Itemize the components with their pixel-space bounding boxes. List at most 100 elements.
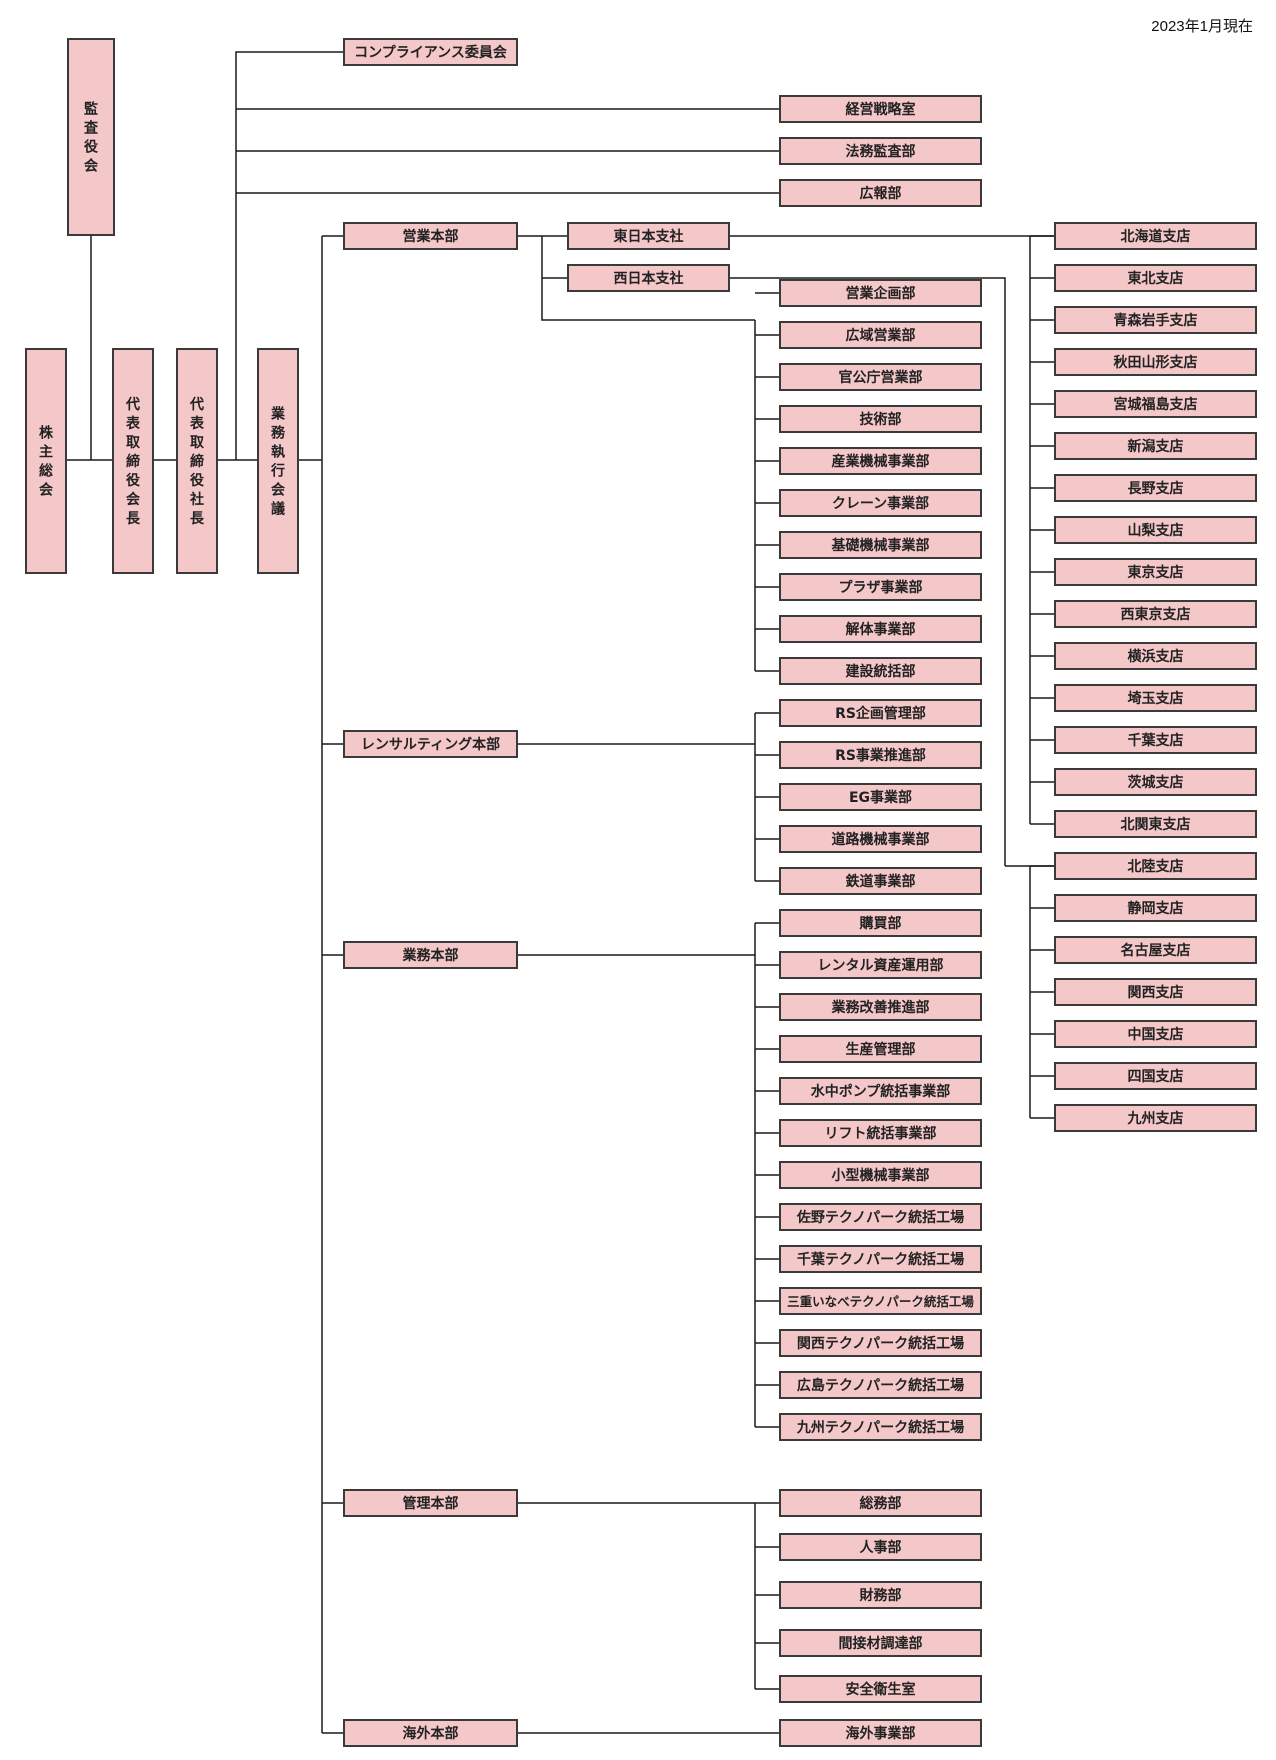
sales-departments-item: 官公庁営業部 xyxy=(779,363,982,391)
division-sales-label: 営業本部 xyxy=(403,228,459,245)
operations-departments-item-box xyxy=(779,1371,982,1399)
west-branch-item: 関西支店 xyxy=(1054,978,1257,1006)
staff-spine xyxy=(235,51,344,460)
operations-departments-item-box xyxy=(779,1077,982,1105)
unit-top-3-box xyxy=(779,179,982,207)
west-branch-item-label: 九州支店 xyxy=(1127,1110,1184,1127)
admin-departments-item-box xyxy=(779,1629,982,1657)
east-branch-item: 茨城支店 xyxy=(1054,768,1257,796)
admin-departments-item: 安全衛生室 xyxy=(779,1675,982,1703)
consulting-departments-item-box xyxy=(779,699,982,727)
date-label: 2023年1月現在 xyxy=(1151,18,1253,35)
overseas-departments-item: 海外事業部 xyxy=(779,1719,982,1747)
east-branch-item: 新潟支店 xyxy=(1054,432,1257,460)
division-admin-box xyxy=(343,1489,518,1517)
division-consulting: レンサルティング本部 xyxy=(343,730,518,758)
unit-top-2-label: 法務監査部 xyxy=(846,143,916,160)
sales-departments-item-box xyxy=(779,279,982,307)
division-operations-box xyxy=(343,941,518,969)
operations-departments-item-box xyxy=(779,1203,982,1231)
west-branch-item-box xyxy=(1054,852,1257,880)
consulting-departments-item-label: EG事業部 xyxy=(849,789,912,806)
unit-top-2-box xyxy=(779,137,982,165)
east-branch-item: 北関東支店 xyxy=(1054,810,1257,838)
east-branch-item-box xyxy=(1054,600,1257,628)
operations-departments-item-label: リフト統括事業部 xyxy=(825,1125,937,1142)
operations-departments-item-box xyxy=(779,993,982,1021)
sales-departments-item-box xyxy=(779,531,982,559)
consulting-departments-item: RS事業推進部 xyxy=(779,741,982,769)
east-branch-item-box xyxy=(1054,222,1257,250)
consulting-departments-item-box xyxy=(779,825,982,853)
east-branch-item-box xyxy=(1054,306,1257,334)
west-branch-item-box xyxy=(1054,1020,1257,1048)
exec-meeting-label: 業務執行会議 xyxy=(270,406,286,518)
sales-departments-item-box xyxy=(779,615,982,643)
unit-top-1-label: 経営戦略室 xyxy=(846,101,916,118)
east-branch-item: 横浜支店 xyxy=(1054,642,1257,670)
sales-departments-item: 基礎機械事業部 xyxy=(779,531,982,559)
east-branch-item-label: 埼玉支店 xyxy=(1128,690,1184,707)
sales-departments-item-box xyxy=(779,363,982,391)
west-branch-item-box xyxy=(1054,936,1257,964)
east-branch-item-label: 長野支店 xyxy=(1128,480,1184,497)
unit-compliance-box xyxy=(343,38,518,66)
admin-departments-item-label: 総務部 xyxy=(860,1495,902,1512)
sales-departments-item: 建設統括部 xyxy=(779,657,982,685)
admin-departments-item-label: 人事部 xyxy=(860,1539,902,1556)
sales-departments-item-box xyxy=(779,405,982,433)
sales-departments-item: 産業機械事業部 xyxy=(779,447,982,475)
operations-departments-item-label: 三重いなべテクノパーク統括工場 xyxy=(787,1294,974,1309)
operations-departments-item: 生産管理部 xyxy=(779,1035,982,1063)
operations-departments-item-box xyxy=(779,1119,982,1147)
operations-departments-item-box xyxy=(779,1245,982,1273)
operations-departments-item-box xyxy=(779,1329,982,1357)
operations-departments-item: 千葉テクノパーク統括工場 xyxy=(779,1245,982,1273)
operations-departments-item-label: 千葉テクノパーク統括工場 xyxy=(797,1251,964,1268)
west-branch-item: 中国支店 xyxy=(1054,1020,1257,1048)
sales-departments-item: プラザ事業部 xyxy=(779,573,982,601)
east-branch-item-label: 西東京支店 xyxy=(1121,606,1191,623)
operations-departments-item: 小型機械事業部 xyxy=(779,1161,982,1189)
operations-departments-item: 水中ポンプ統括事業部 xyxy=(779,1077,982,1105)
operations-departments-item: 佐野テクノパーク統括工場 xyxy=(779,1203,982,1231)
auditor-board-label: 監査役会 xyxy=(84,101,99,175)
exec-meeting: 業務執行会議 xyxy=(257,348,299,574)
president: 代表取締役社長 xyxy=(176,348,218,574)
operations-departments-item-label: 購買部 xyxy=(859,915,902,932)
consulting-departments-item-box xyxy=(779,783,982,811)
consulting-departments-item: EG事業部 xyxy=(779,783,982,811)
consulting-departments-item-label: 道路機械事業部 xyxy=(832,831,930,848)
west-branch-item: 四国支店 xyxy=(1054,1062,1257,1090)
branch-company-west-box xyxy=(567,264,730,292)
admin-departments-item-box xyxy=(779,1489,982,1517)
division-overseas-label: 海外本部 xyxy=(403,1725,459,1742)
president-label: 代表取締役社長 xyxy=(189,396,205,527)
west-branch-item-box xyxy=(1054,978,1257,1006)
east-branch-item-label: 秋田山形支店 xyxy=(1114,354,1198,371)
operations-departments-item-box xyxy=(779,1035,982,1063)
east-branch-item-label: 青森岩手支店 xyxy=(1114,312,1198,329)
consulting-departments-item-box xyxy=(779,741,982,769)
east-branch-item: 青森岩手支店 xyxy=(1054,306,1257,334)
operations-departments-item-label: レンタル資産運用部 xyxy=(818,957,944,974)
auditor-board-box xyxy=(67,38,115,236)
chairman-label: 代表取締役会長 xyxy=(125,396,141,527)
unit-top-2: 法務監査部 xyxy=(779,137,982,165)
east-branch-item: 千葉支店 xyxy=(1054,726,1257,754)
east-branch-item-label: 東京支店 xyxy=(1128,564,1184,581)
division-admin: 管理本部 xyxy=(343,1489,518,1517)
admin-departments-item: 人事部 xyxy=(779,1533,982,1561)
consulting-departments-item: RS企画管理部 xyxy=(779,699,982,727)
consulting-departments-item-label: RS事業推進部 xyxy=(835,747,926,764)
exec-meeting-box xyxy=(257,348,299,574)
west-branch-item: 静岡支店 xyxy=(1054,894,1257,922)
division-sales: 営業本部 xyxy=(343,222,518,250)
sales-departments-item-label: クレーン事業部 xyxy=(832,495,929,512)
east-branch-item-box xyxy=(1054,516,1257,544)
admin-departments-item-box xyxy=(779,1675,982,1703)
east-branch-item: 埼玉支店 xyxy=(1054,684,1257,712)
division-consulting-label: レンサルティング本部 xyxy=(361,736,500,753)
sales-departments-item: 技術部 xyxy=(779,405,982,433)
east-branch-item-label: 千葉支店 xyxy=(1128,732,1184,749)
